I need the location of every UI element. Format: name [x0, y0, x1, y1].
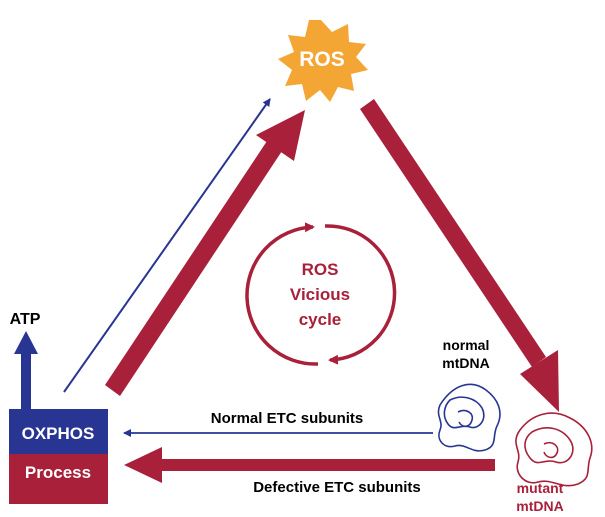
cycle-arc-left	[245, 222, 319, 366]
oxphos-process-box: OXPHOS Process	[9, 409, 108, 504]
arrow-shaft	[21, 352, 31, 410]
ros-star-label: ROS	[299, 48, 345, 71]
oxphos-label: OXPHOS	[22, 424, 95, 443]
ros-star: ROS	[278, 20, 368, 102]
vicious-cycle-loop: ROS Vicious cycle	[245, 222, 397, 366]
normal-etc-label: Normal ETC subunits	[211, 410, 364, 427]
arrow-shaft	[105, 141, 282, 396]
arrow-head	[124, 447, 162, 483]
cycle-label-line-1: ROS	[302, 260, 339, 279]
arrow-head	[256, 110, 305, 161]
arrow-ros-to-mtdna	[360, 99, 559, 412]
process-block	[9, 454, 108, 504]
normal-mtdna: normal mtDNA	[437, 337, 501, 452]
mutant-mtdna: mutant mtDNA	[515, 412, 593, 514]
normal-mtdna-label-1: normal	[443, 337, 490, 353]
mutant-mtdna-label-2: mtDNA	[516, 498, 563, 514]
arrow-head	[14, 331, 38, 354]
cycle-label-line-2: Vicious	[290, 285, 350, 304]
normal-mtdna-label-2: mtDNA	[442, 355, 489, 371]
cycle-arc-right	[324, 224, 397, 365]
arrow-shaft	[158, 459, 495, 471]
defective-etc-label: Defective ETC subunits	[253, 479, 421, 496]
arrow-shaft	[360, 99, 546, 367]
ros-starburst-shape	[278, 20, 368, 102]
atp-label: ATP	[10, 311, 41, 328]
mutant-mtdna-shape	[515, 412, 593, 487]
arrow-defective-etc	[124, 447, 495, 483]
thin-arrow-oxphos-to-ros	[63, 98, 271, 393]
arrow-head	[520, 350, 559, 412]
atp-arrow: ATP	[10, 311, 41, 410]
oxphos-block	[9, 409, 108, 454]
process-label: Process	[25, 463, 91, 482]
arrow-process-to-ros	[105, 110, 305, 396]
cycle-label-line-3: cycle	[299, 310, 342, 329]
normal-mtdna-shape	[437, 383, 501, 452]
mutant-mtdna-label-1: mutant	[517, 480, 564, 496]
